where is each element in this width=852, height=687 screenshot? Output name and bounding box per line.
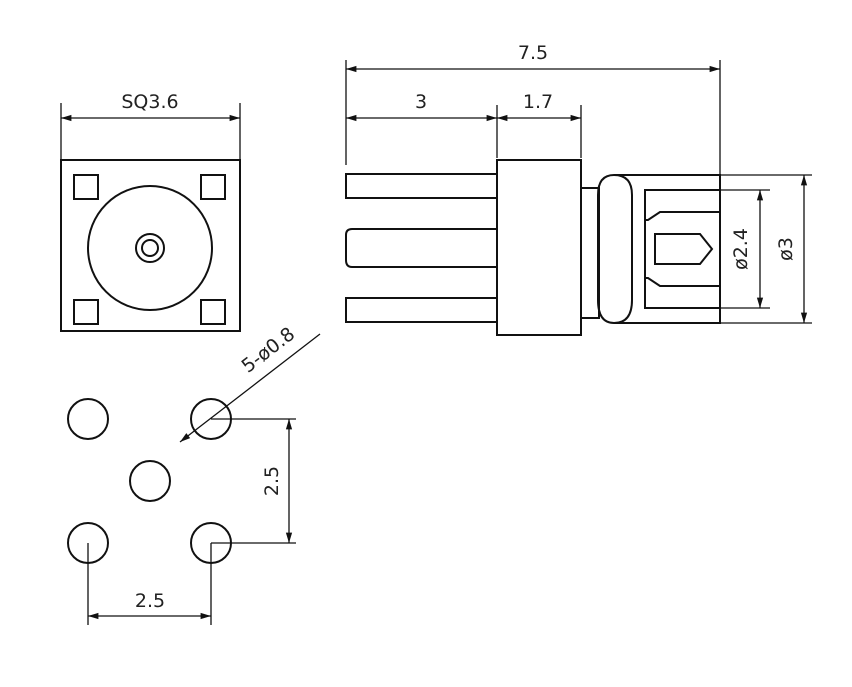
center-contact [654, 233, 714, 265]
vertical-pitch-label: 2.5 [261, 466, 283, 496]
center-pin-inner [141, 239, 159, 257]
body-block [496, 159, 582, 336]
wall-bottom-hatch [644, 277, 721, 309]
side-view: 7.5 3 1.7 ø2.4 ø3 [345, 42, 812, 336]
wall-top-hatch [644, 189, 721, 221]
hole-callout-leader [179, 333, 321, 443]
footprint-view: 5-ø0.8 2.5 2.5 [67, 323, 321, 625]
horizontal-pitch-label: 2.5 [135, 590, 165, 612]
overall-length-label: 7.5 [518, 42, 548, 64]
top-view: SQ3.6 [60, 91, 241, 332]
square-body [60, 159, 241, 332]
pin-bottom [345, 297, 498, 323]
hole-top-left [67, 398, 109, 440]
socket-outer-circle [87, 185, 213, 311]
center-pin-outer [135, 233, 165, 263]
outer-diameter-label: ø3 [775, 237, 797, 261]
pin-top [345, 173, 498, 199]
pin-center [345, 228, 497, 268]
corner-pad-bottom-right [200, 299, 226, 325]
corner-pad-top-left [73, 174, 99, 200]
hole-callout-label: 5-ø0.8 [238, 323, 300, 377]
body-neck [580, 187, 600, 319]
housing-outline [614, 174, 721, 324]
pin-length-label: 3 [415, 91, 427, 113]
sq-width-label: SQ3.6 [121, 91, 178, 113]
hole-center [129, 460, 171, 502]
corner-pad-bottom-left [73, 299, 99, 325]
coupling-ring [597, 173, 633, 325]
inner-diameter-label: ø2.4 [730, 228, 752, 270]
corner-pad-top-right [200, 174, 226, 200]
body-length-label: 1.7 [523, 91, 553, 113]
